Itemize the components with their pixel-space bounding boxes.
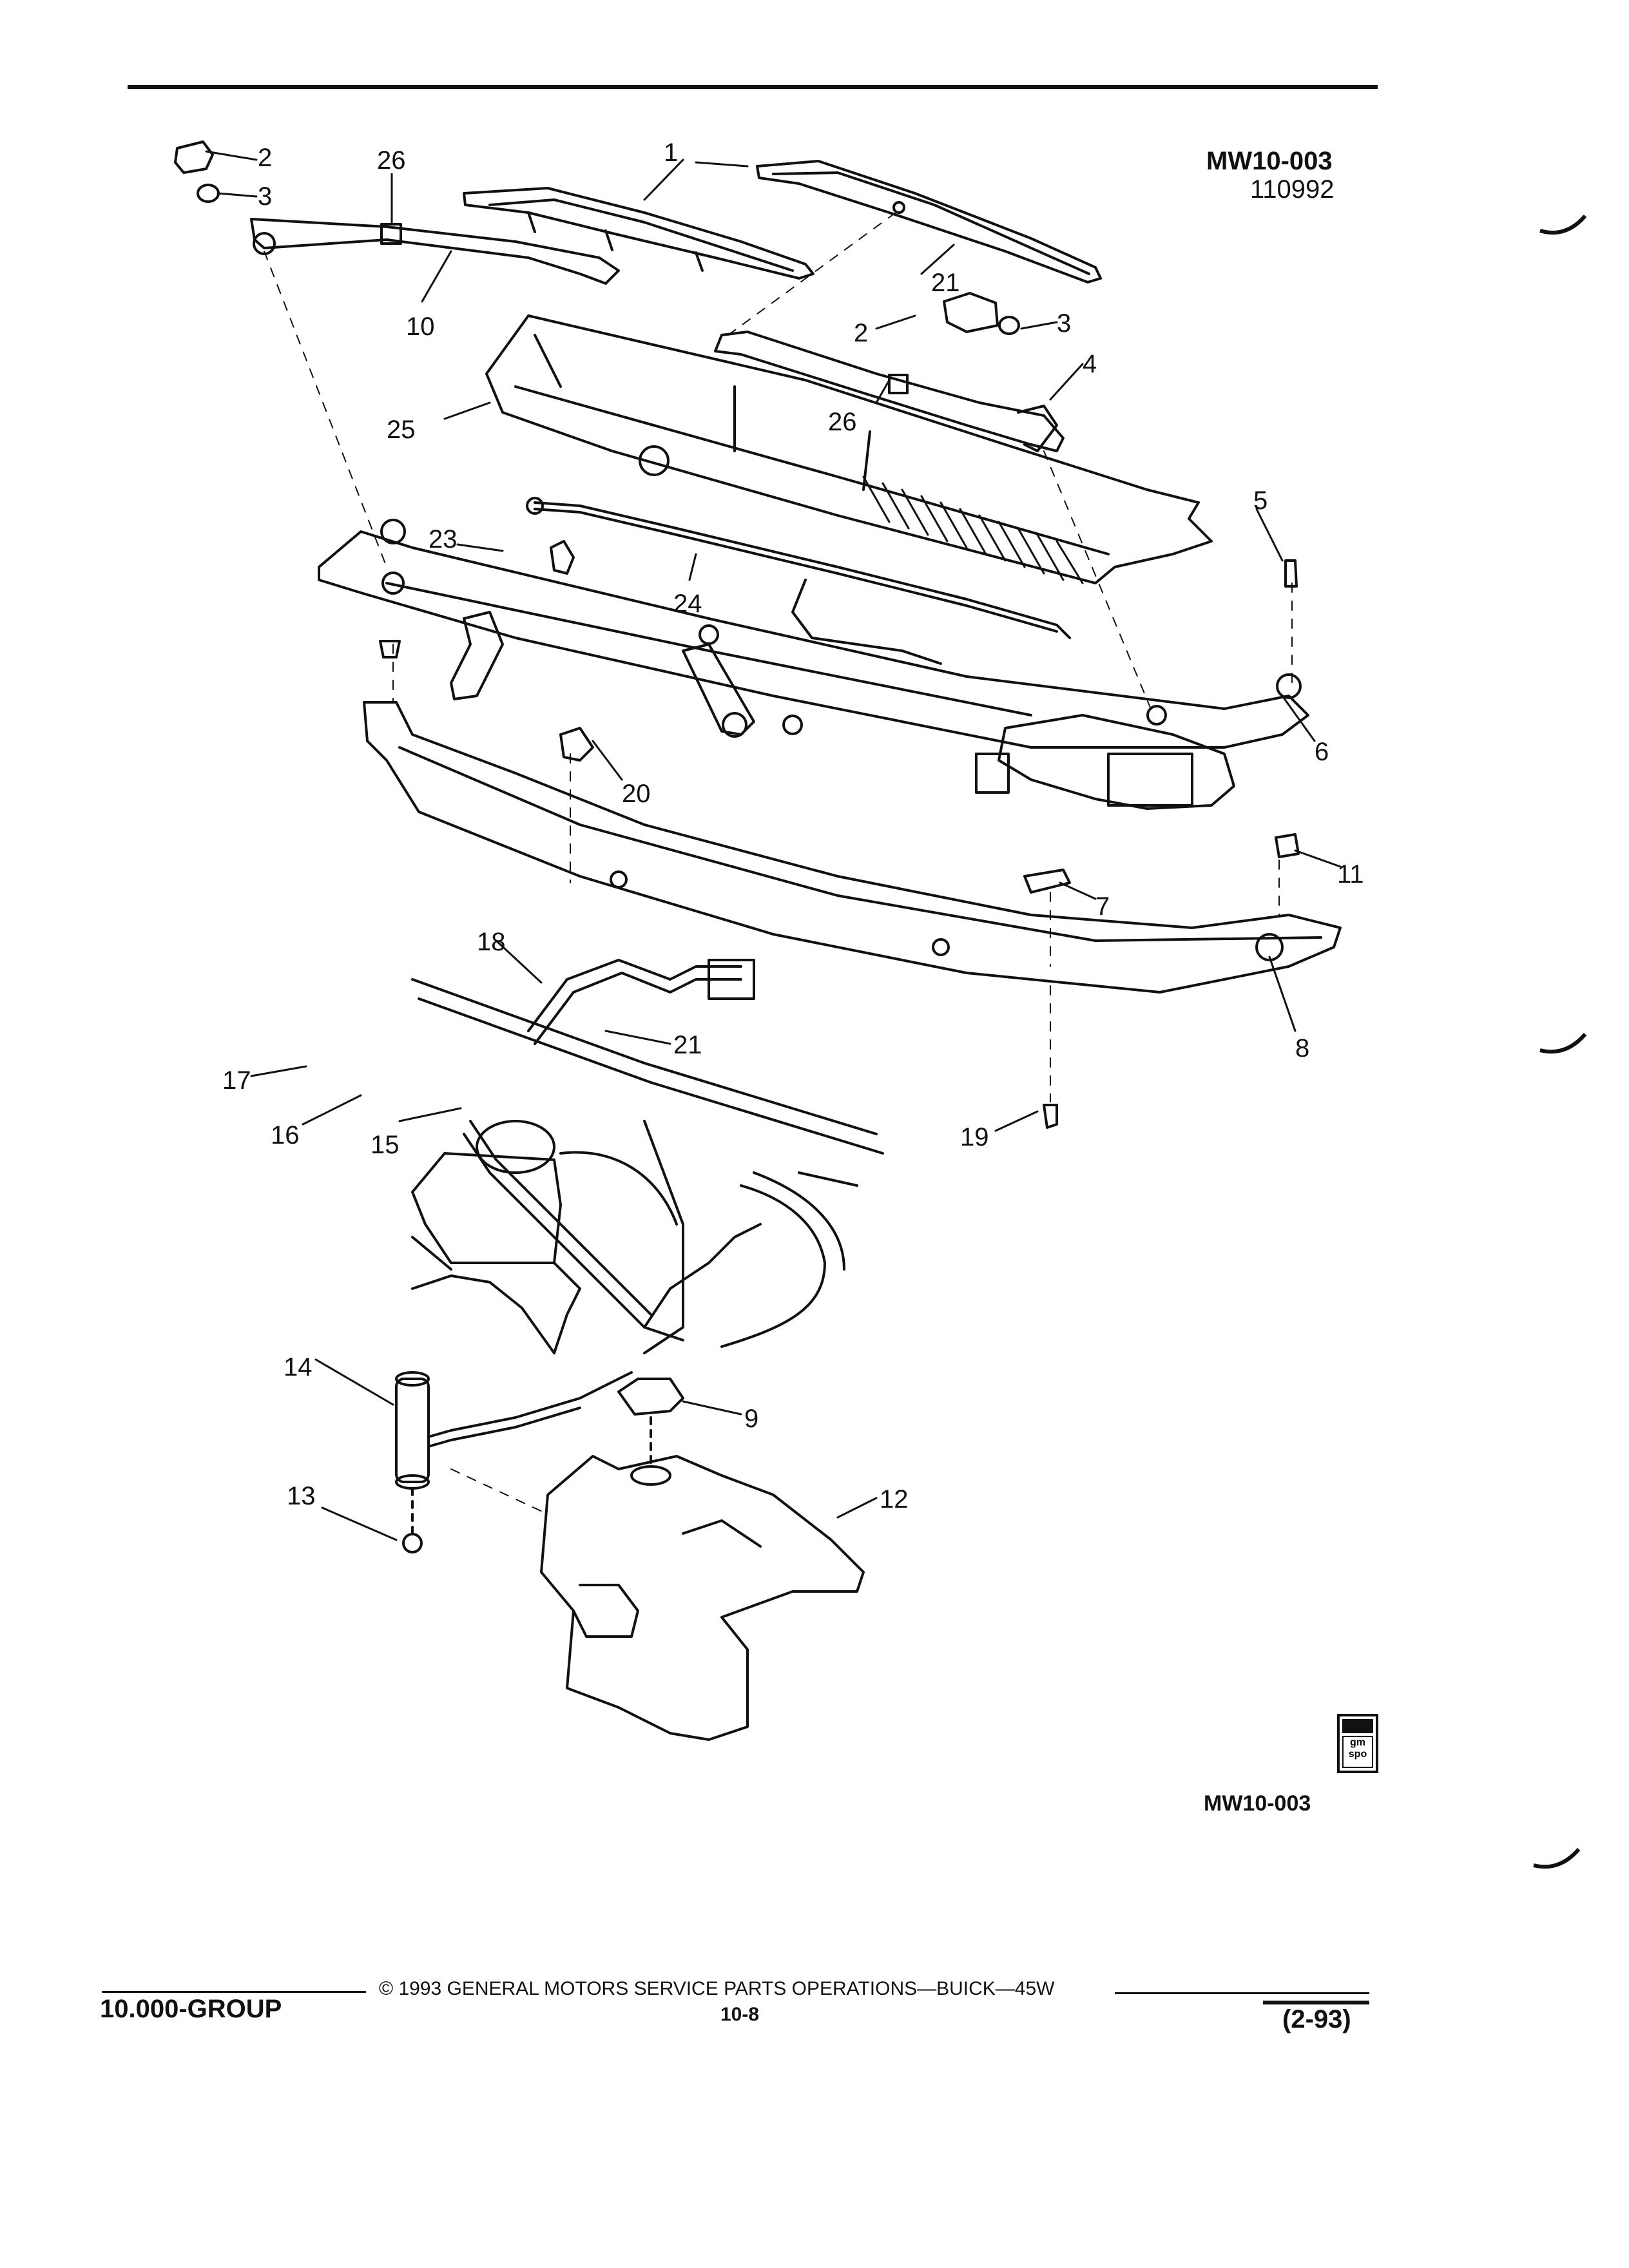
leader-lines xyxy=(205,150,1342,1541)
footer-rule-left xyxy=(102,1991,366,1993)
wiper-linkage-frame xyxy=(318,519,1309,749)
callout-3-left: 3 xyxy=(258,182,272,211)
callout-4: 4 xyxy=(1083,350,1097,378)
callout-26-left: 26 xyxy=(377,146,406,175)
alignment-lines xyxy=(264,212,1293,1515)
footer-copyright: © 1993 GENERAL MOTORS SERVICE PARTS OPER… xyxy=(379,1978,1055,1999)
arm-cap-left xyxy=(174,140,220,203)
fender-inner xyxy=(720,1171,858,1348)
callout-6: 6 xyxy=(1315,738,1329,766)
figure-caption: MW10-003 xyxy=(1204,1791,1311,1816)
cowl-vent-grille xyxy=(485,314,1213,584)
callout-16: 16 xyxy=(271,1121,300,1149)
callout-10: 11 xyxy=(1337,860,1364,889)
callout-17: 17 xyxy=(222,1066,251,1095)
footer-rule-right xyxy=(1115,1992,1369,1994)
callout-2-left: 2 xyxy=(258,144,272,172)
washer-pump xyxy=(395,1371,633,1553)
wiper-arm-right xyxy=(714,331,1065,452)
callout-21: 21 xyxy=(673,1031,702,1059)
callout-25: 25 xyxy=(387,416,416,444)
callout-7: 7 xyxy=(1095,892,1110,921)
callout-23: 23 xyxy=(429,525,458,553)
wiper-motor xyxy=(975,705,1235,810)
callout-11: 12 xyxy=(880,1485,909,1514)
callout-2-right: 2 xyxy=(854,319,868,347)
callout-19: 19 xyxy=(960,1123,989,1151)
reservoir-cap xyxy=(617,1378,684,1464)
footer-page-number: 10-8 xyxy=(720,2004,760,2025)
arm-cap-right xyxy=(943,292,1020,335)
callout-13: 13 xyxy=(287,1482,316,1510)
callout-24: 24 xyxy=(673,590,702,618)
fasteners xyxy=(379,540,1300,1129)
callout-8: 8 xyxy=(1295,1034,1309,1062)
callout-9: 9 xyxy=(744,1405,758,1433)
wiper-arm-left xyxy=(250,218,620,285)
footer-group: 10.000-GROUP xyxy=(100,1995,282,2023)
washer-reservoir xyxy=(540,1455,865,1741)
figure-code: MW10-003 xyxy=(1206,147,1333,175)
top-rule xyxy=(128,85,1378,89)
callout-5: 5 xyxy=(1253,486,1268,515)
callout-1: 1 xyxy=(664,139,678,167)
footer-rule-bottom xyxy=(1263,2001,1369,2004)
callout-18: 18 xyxy=(477,928,506,956)
callout-12: 10 xyxy=(406,312,435,341)
washer-hose xyxy=(526,497,1071,665)
plenum-panel xyxy=(363,701,1342,994)
callout-20: 20 xyxy=(622,780,651,808)
callout-labels: 2 3 26 1 10 21 2 3 4 26 25 5 6 23 24 20 … xyxy=(222,139,1364,1514)
callout-3-right: 3 xyxy=(1057,309,1071,338)
footer-date: (2-93) xyxy=(1282,2005,1351,2033)
wiper-blade-left xyxy=(463,187,815,280)
figure-date: 110992 xyxy=(1250,175,1335,204)
callout-22: 21 xyxy=(931,269,960,297)
callout-15: 15 xyxy=(371,1131,400,1159)
brake-booster xyxy=(411,1120,684,1354)
callout-14: 14 xyxy=(284,1353,313,1381)
wiper-blade-right xyxy=(756,160,1102,284)
callout-26-right: 26 xyxy=(828,408,857,436)
